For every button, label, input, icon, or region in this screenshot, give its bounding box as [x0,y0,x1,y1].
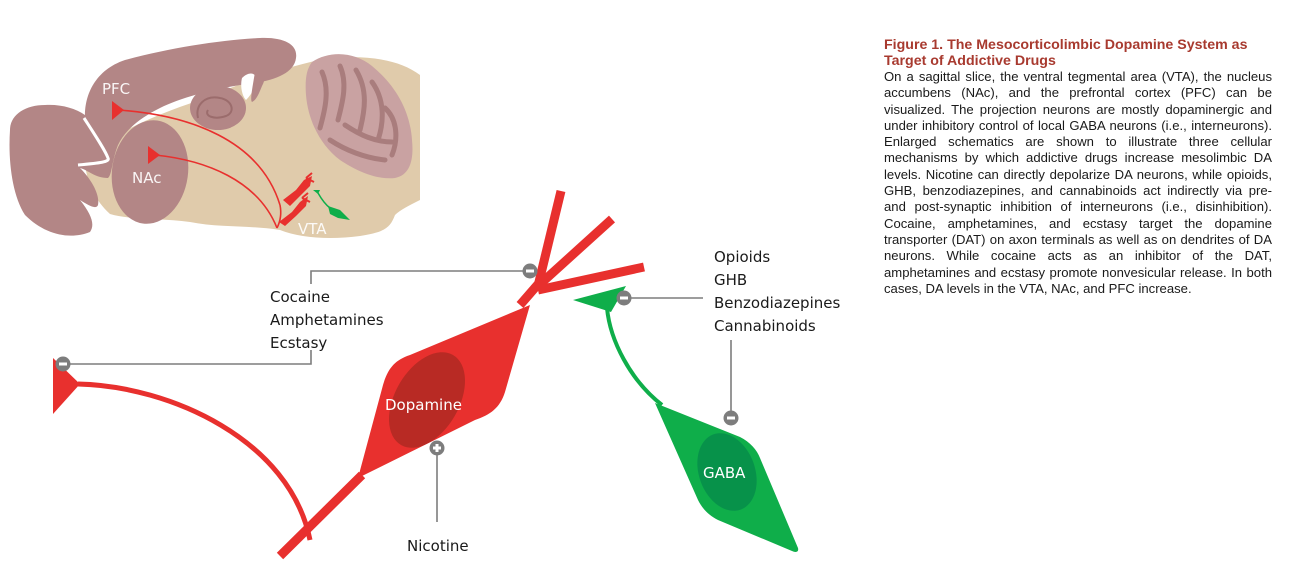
minus-icon [723,410,739,426]
callout-cocaine-to-terminal [63,350,312,365]
drug-label: Amphetamines [270,311,384,329]
drug-label: GHB [714,271,747,289]
cerebellum-folia [317,63,399,163]
gaba-label: GABA [703,464,746,482]
dopamine-dendrites [516,189,645,308]
drug-label: Opioids [714,248,770,266]
dopamine-nucleus [389,352,465,448]
drug-label: Cocaine [270,288,330,306]
caption-body: On a sagittal slice, the ventral tegment… [884,69,1272,296]
gaba-nucleus [697,433,757,511]
drug-label: Cannabinoids [714,317,816,335]
main-axon [276,471,366,560]
nac-label: NAc [132,169,161,187]
ventricle [241,73,256,100]
drug-label: Ecstasy [270,334,327,352]
caption-title: Figure 1. The Mesocorticolimbic Dopamine… [884,37,1248,69]
cortex-fissure [77,117,110,167]
pfc-label: PFC [102,80,130,98]
gaba-terminal [573,286,626,312]
figure-caption: Figure 1. The Mesocorticolimbic Dopamine… [884,37,1272,297]
minus-icon [616,290,632,306]
dopamine-label: Dopamine [385,396,462,414]
disinhibition-drug-list: Opioids GHB Benzodiazepines Cannabinoids [714,248,840,335]
gaba-axon [605,307,664,407]
thalamus [190,86,246,130]
gaba-neuron: GABA [573,286,799,552]
nac-region [111,120,189,224]
minus-icon [522,263,538,279]
minus-icon [55,356,71,372]
plus-icon [429,440,445,456]
nac-terminal [148,146,160,164]
vta-label: VTA [298,220,327,238]
callout-lines [63,270,732,522]
nicotine-label: Nicotine [407,537,469,555]
fornix [251,71,265,102]
dat-drug-list: Cocaine Amphetamines Ecstasy [270,288,384,352]
cerebellum [305,54,413,179]
mesocorticolimbic-diagram: PFC NAc VTA Dopamine GABA [9,37,840,560]
dopamine-neuron: Dopamine [53,189,645,560]
pfc-terminal [112,101,124,120]
axon-collateral [77,381,313,541]
brain-sagittal-slice: PFC NAc VTA [9,37,420,238]
drug-label: Benzodiazepines [714,294,840,312]
vta-da-neurons [279,172,315,226]
axon-terminal-left [53,358,80,414]
da-projections [117,109,282,229]
callout-cocaine-to-dendrite [310,270,530,284]
thalamus-inner [196,96,233,119]
vta-gaba-neuron [313,190,350,220]
